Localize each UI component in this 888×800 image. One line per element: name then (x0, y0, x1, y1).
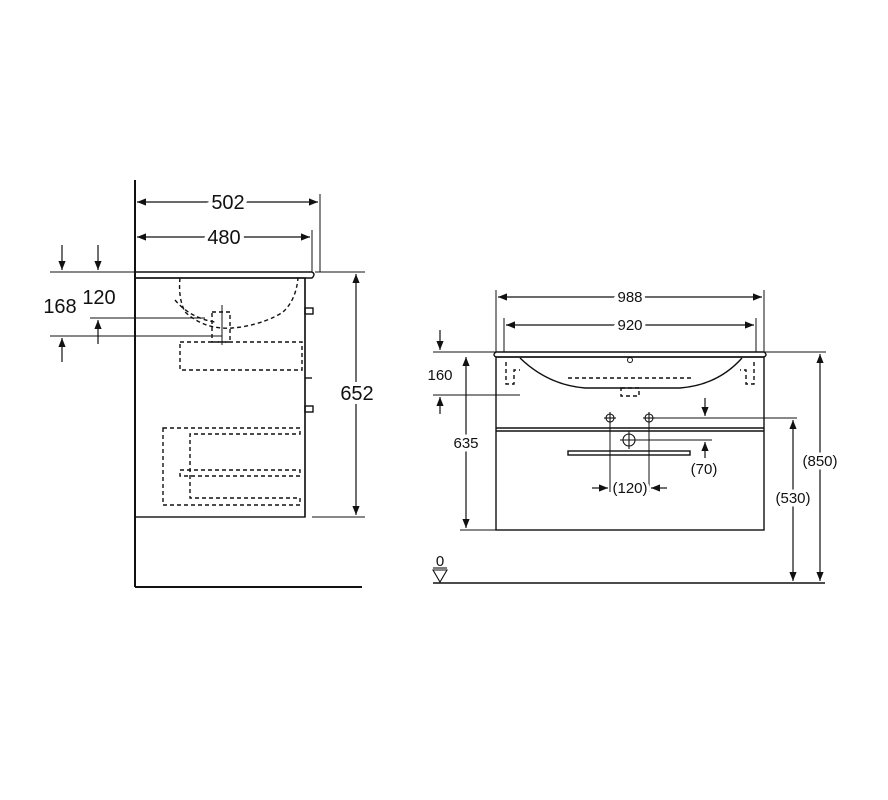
basin-bowl-hidden (178, 277, 299, 329)
left-bracket (505, 362, 520, 385)
basin-inner-hidden (174, 299, 216, 323)
right-bracket (740, 362, 755, 385)
basin-top-side (134, 271, 315, 279)
dim-120-front-label: (120) (612, 480, 647, 497)
drawer-handle-front (567, 450, 691, 456)
dim-160-label: 160 (427, 367, 452, 384)
cabinet-body-front (495, 356, 765, 531)
fixing-point-right (643, 412, 655, 424)
basin-bowl-front (519, 357, 743, 389)
side-view-labels: 502 480 652 168 120 (43, 188, 377, 409)
dim-850-label: (850) (802, 453, 837, 470)
dim-635-label: 635 (453, 435, 478, 452)
upper-drawer-hidden (179, 341, 303, 371)
side-view (50, 180, 365, 588)
dim-920-label: 920 (617, 317, 642, 334)
dim-120-label: 120 (82, 287, 115, 309)
fixing-point-left (604, 412, 616, 424)
dim-168-label: 168 (43, 296, 76, 318)
dim-480-label: 480 (207, 227, 240, 249)
dim-502-label: 502 (211, 192, 244, 214)
handle-bottom (304, 405, 314, 413)
basin-top-front (493, 351, 767, 358)
dim-652-label: 652 (340, 383, 373, 405)
floor-level-label: 0 (436, 553, 444, 570)
handle-top (304, 307, 314, 315)
lower-drawer-rail (179, 469, 301, 477)
floor-level-triangle (432, 569, 448, 584)
lower-drawer-hidden (162, 427, 301, 506)
dim-70-label: (70) (691, 461, 718, 478)
dim-530-label: (530) (775, 490, 810, 507)
front-view-labels: 988 920 160 635 (850) (530) (70) (120) 0 (427, 286, 841, 571)
drain-point (620, 431, 638, 449)
front-view (432, 290, 826, 584)
tap-hole (627, 357, 633, 363)
waste-trap-front (620, 387, 640, 397)
waste-pipe-hidden (211, 311, 231, 343)
dim-988-label: 988 (617, 289, 642, 306)
